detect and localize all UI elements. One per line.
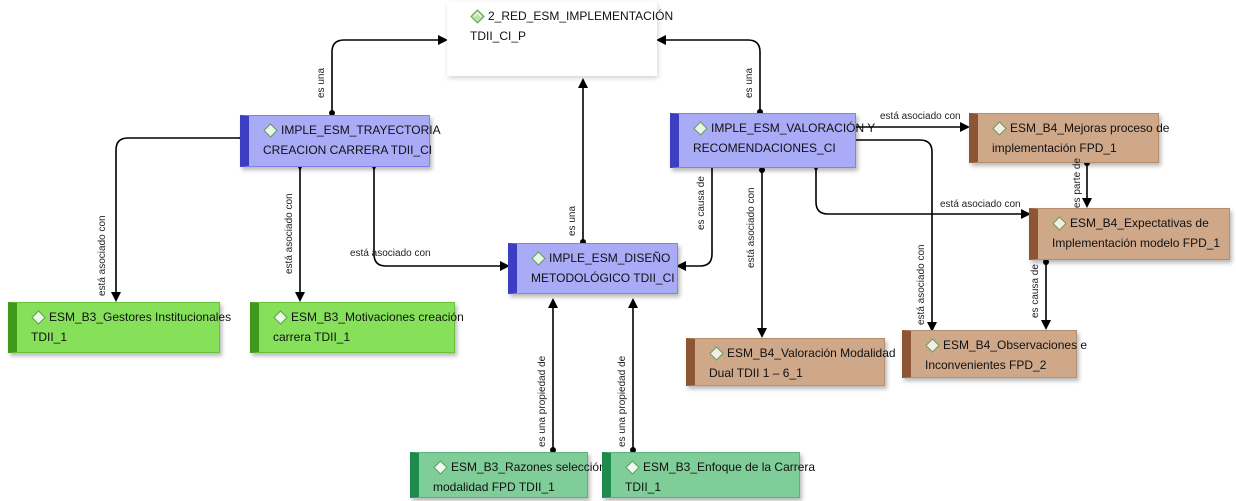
code-diamond-icon: [433, 460, 448, 475]
edge-valoracion-observaciones: [847, 135, 937, 332]
code-diamond-icon: [31, 310, 46, 325]
code-diamond-icon: [925, 338, 940, 353]
node-label-line2: TDII_CI_P: [470, 29, 527, 43]
code-diamond-icon: [1052, 216, 1067, 231]
node-label-line1: IMPLE_ESM_TRAYECTORIA: [281, 123, 441, 137]
node-label-line2: RECOMENDACIONES_CI: [693, 141, 836, 155]
node-label-line1: ESM_B3_Gestores Institucionales: [49, 310, 232, 324]
edge-label-valoracion-red: es una: [744, 67, 755, 98]
node-label-line1: IMPLE_ESM_VALORACIÓN Y: [711, 121, 876, 135]
edge-trayectoria-gestores: [111, 133, 248, 302]
edge-label-mejoras-expectativas: es parte de: [1072, 157, 1083, 208]
edge-label-expectativas-observaciones: es causa de: [1030, 264, 1041, 318]
node-label-line1: ESM_B3_Razones selección: [451, 460, 606, 474]
node-label-line2: TDII_1: [625, 480, 662, 494]
code-diamond-icon: [992, 121, 1007, 136]
node-label-line2: Implementación modelo FPD_1: [1052, 236, 1221, 250]
edge-valoracion-red: [656, 35, 763, 115]
node-label-line1: ESM_B3_Enfoque de la Carrera: [643, 460, 816, 474]
node-mejoras[interactable]: ESM_B4_Mejoras proceso de implementación…: [969, 113, 1170, 163]
node-diseno[interactable]: IMPLE_ESM_DISEÑO METODOLÓGICO TDII_CI: [508, 243, 678, 294]
node-label-line1: ESM_B4_Mejoras proceso de: [1010, 121, 1170, 135]
node-valoracion[interactable]: IMPLE_ESM_VALORACIÓN Y RECOMENDACIONES_C…: [670, 113, 876, 168]
node-motivaciones[interactable]: ESM_B3_Motivaciones creación carrera TDI…: [250, 302, 464, 353]
node-label-line2: modalidad FPD TDII_1: [433, 480, 555, 494]
edge-label-valoracion-observaciones: está asociado con: [916, 244, 927, 325]
edge-label-razones-diseno: es una propiedad de: [537, 355, 548, 447]
node-label-line1: ESM_B4_Observaciones e: [943, 338, 1088, 352]
node-label-line2: CREACION CARRERA TDII_CI: [263, 143, 433, 157]
edge-label-valoracion-diseno: es causa de: [696, 176, 707, 230]
node-trayectoria[interactable]: IMPLE_ESM_TRAYECTORIA CREACION CARRERA T…: [240, 115, 441, 167]
code-diamond-icon: [693, 121, 708, 136]
edge-label-valoracion-expectativas: está asociado con: [940, 199, 1021, 210]
node-gestores[interactable]: ESM_B3_Gestores Institucionales TDII_1: [8, 302, 232, 353]
code-diamond-icon: [531, 251, 546, 266]
node-label-line2: METODOLÓGICO TDII_CI: [531, 271, 675, 285]
node-label-line1: IMPLE_ESM_DISEÑO: [549, 251, 671, 265]
node-enfoque[interactable]: ESM_B3_Enfoque de la Carrera TDII_1: [602, 452, 816, 498]
edge-label-trayectoria-diseno: está asociado con: [350, 248, 431, 259]
edge-label-enfoque-diseno: es una propiedad de: [617, 355, 628, 447]
node-valoracion-modalidad[interactable]: ESM_B4_Valoración Modalidad Dual TDII 1 …: [686, 338, 896, 386]
code-diamond-icon: [263, 123, 278, 138]
node-label-line1: ESM_B4_Expectativas de: [1070, 216, 1209, 230]
node-label-line1: ESM_B3_Motivaciones creación: [291, 310, 464, 324]
node-label-line1: 2_RED_ESM_IMPLEMENTACIÓN: [488, 9, 674, 23]
node-label-line2: Inconvenientes FPD_2: [925, 358, 1047, 372]
node-razones[interactable]: ESM_B3_Razones selección modalidad FPD T…: [410, 452, 606, 498]
node-label-line2: Dual TDII 1 – 6_1: [709, 366, 803, 380]
edge-label-valoracion-mejoras: está asociado con: [880, 111, 961, 122]
code-diamond-icon: [709, 346, 724, 361]
code-diamond-icon: [625, 460, 640, 475]
edge-label-trayectoria-gestores: está asociado con: [97, 215, 108, 296]
node-expectativas[interactable]: ESM_B4_Expectativas de Implementación mo…: [1029, 208, 1230, 260]
edge-valoracion-expectativas: [811, 162, 1031, 219]
node-red-implementacion[interactable]: 2_RED_ESM_IMPLEMENTACIÓN TDII_CI_P: [447, 2, 674, 76]
node-label-line1: ESM_B4_Valoración Modalidad: [727, 346, 896, 360]
edge-label-trayectoria-red: es una: [316, 67, 327, 98]
node-label-line2: implementación FPD_1: [992, 141, 1117, 155]
edge-valoracion-diseno: [676, 159, 715, 271]
edge-label-valoracion-valmod: está asociado con: [746, 187, 757, 268]
edge-trayectoria-red: [329, 35, 448, 116]
node-observaciones[interactable]: ESM_B4_Observaciones e Inconvenientes FP…: [902, 330, 1088, 378]
node-label-line2: carrera TDII_1: [273, 330, 351, 344]
code-diamond-icon: [470, 9, 485, 24]
code-diamond-icon: [273, 310, 288, 325]
edge-label-trayectoria-motivaciones: está asociado con: [284, 193, 295, 274]
node-label-line2: TDII_1: [31, 330, 68, 344]
edge-trayectoria-diseno: [369, 161, 510, 271]
edge-label-diseno-red: es una: [567, 205, 578, 236]
